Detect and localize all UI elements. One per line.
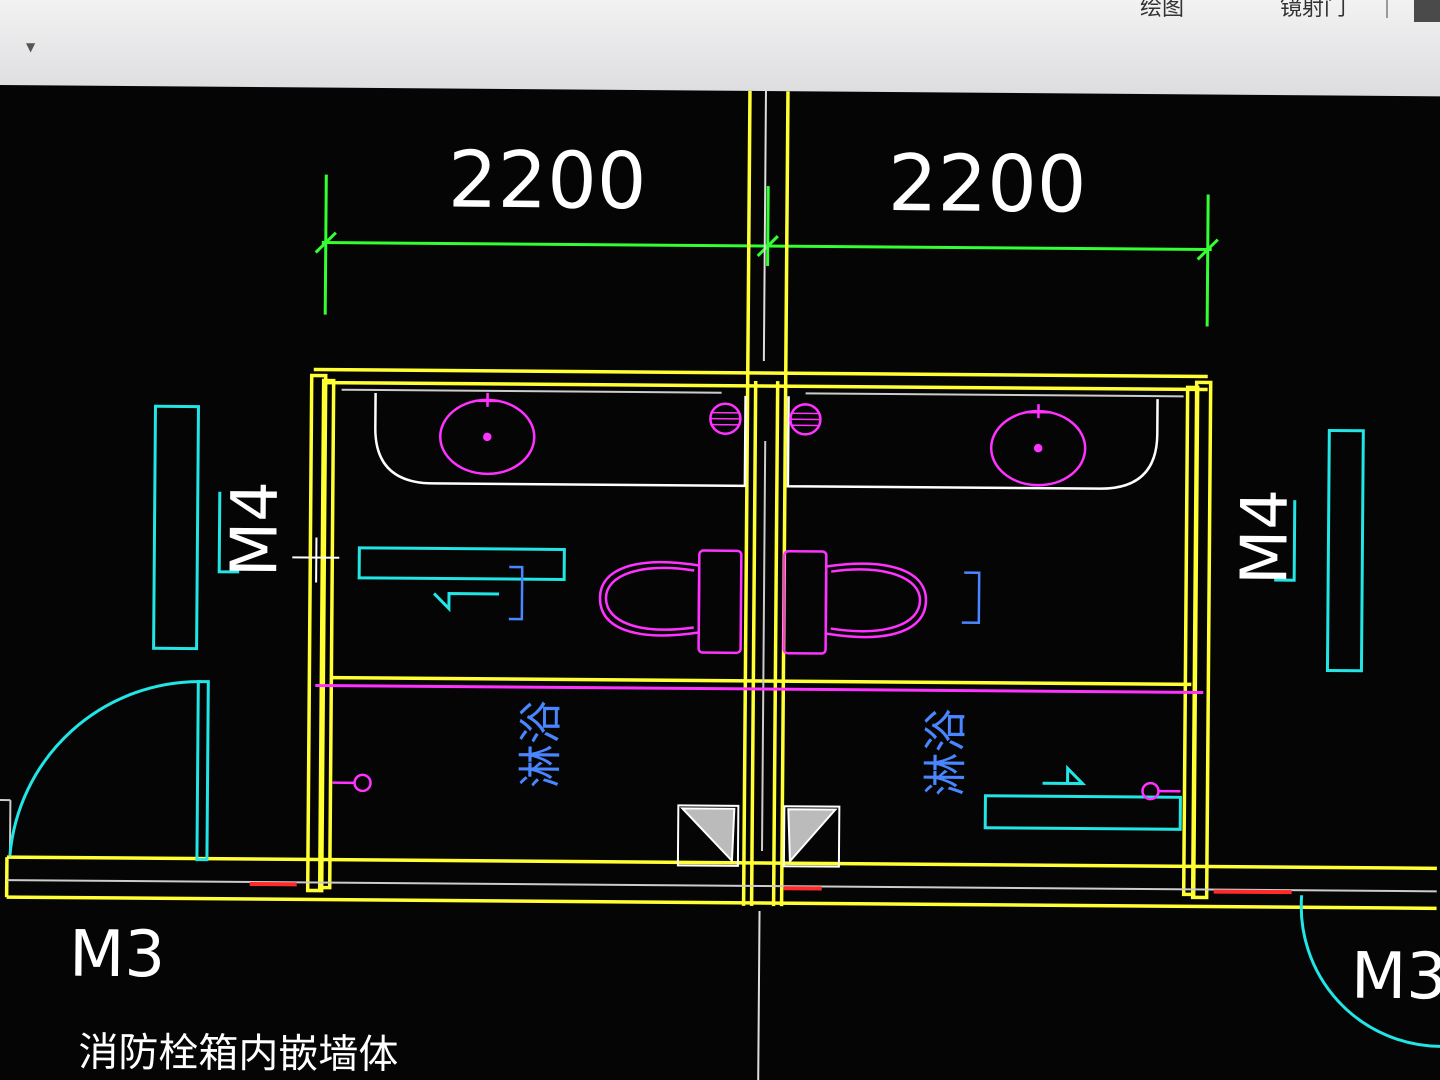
door-tag-frames [217,491,1297,582]
door-tag-m4-left: M4 [218,481,293,578]
drawing-canvas[interactable]: 2200 2200 [0,85,1440,1080]
annotation-note: 消防栓箱内嵌墙体 [78,1030,398,1079]
vanity-counter-right [786,396,1159,490]
shower-heads [332,773,1181,801]
ribbon-corner [1414,0,1440,22]
door-leaf-m4-left [152,404,200,651]
floor-grates [676,804,841,868]
door-leaf-m3-left [195,680,210,862]
accessory-symbols [508,565,981,624]
dimension-label-right: 2200 [888,139,1087,231]
door-tag-m3-right: M3 [1351,940,1440,1015]
door-swing-arc-m3-left [8,680,202,856]
floor-drain-left [709,402,742,435]
door-tag-m4-right: M4 [1228,489,1303,586]
door-tag-m3-left: M3 [69,918,166,993]
door-swing-arc-m3-right [1299,895,1440,1048]
ribbon-divider [1386,0,1388,18]
shower-curtain-rail [315,684,1204,694]
ribbon-toolbar: ▼ 绘图 镜射门 [0,0,1440,100]
shower-label-left: 淋浴 [515,700,567,788]
crosshair-cursor-icon [292,537,340,583]
axis-line-lower [757,910,761,1080]
threshold-markers [249,882,1292,895]
floor-plan: 2200 2200 [0,90,1440,1080]
towel-rack-left [357,546,566,581]
vanity-counter-left [374,392,747,488]
fixtures [315,392,1204,694]
wall-inner-lines [0,388,1437,893]
ribbon-label-mirror-door[interactable]: 镜射门 [1280,0,1347,21]
floor-drain-right [789,403,822,436]
shower-label-right: 淋浴 [920,708,972,796]
door-and-rack-symbols [8,404,1440,1048]
toilet-right [782,549,928,655]
walls [4,90,1437,911]
dimension-label-left: 2200 [448,136,647,228]
dropdown-caret-icon[interactable]: ▼ [26,40,36,54]
axis-line [762,91,767,362]
towel-rack-right [983,794,1182,831]
dimension-line [314,174,1219,327]
toilet-left [598,549,743,655]
ribbon-label-draw[interactable]: 绘图 [1140,0,1185,21]
door-leaf-m4-right [1325,428,1365,673]
